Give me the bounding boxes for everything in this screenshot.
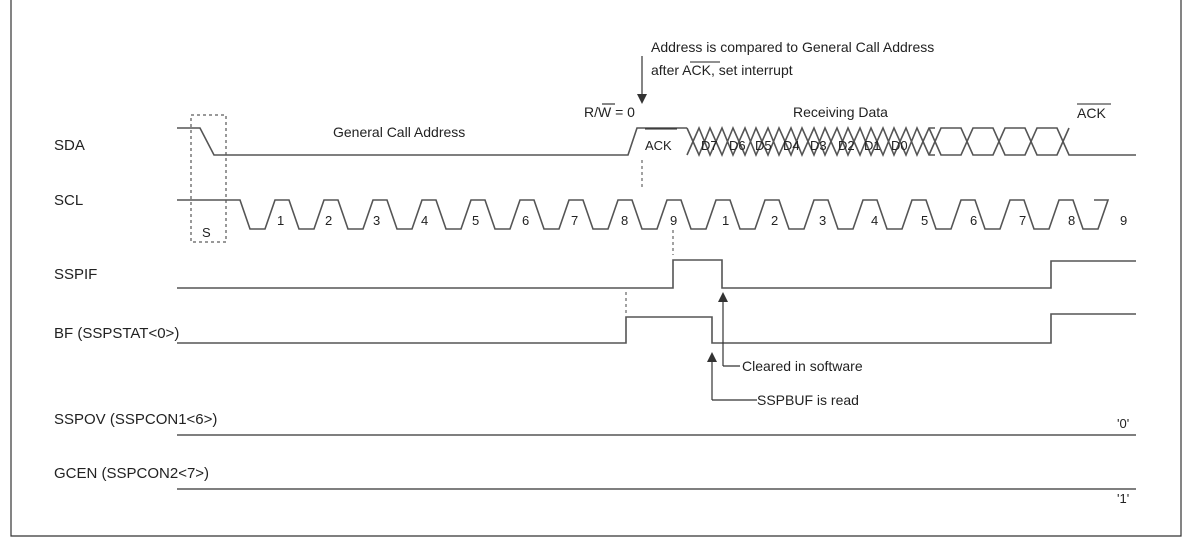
signal-label-gcen: GCEN (SSPCON2<7>) [54, 465, 209, 482]
rw-label: R/W = 0 [584, 104, 635, 120]
scl-count-first-byte: 1 2 3 4 5 6 7 8 9 [277, 213, 677, 228]
receiving-data-label: Receiving Data [793, 104, 888, 120]
scl-count: 4 [871, 213, 878, 228]
scl-count: 5 [921, 213, 928, 228]
scl-count: 2 [771, 213, 778, 228]
scl-count: 4 [421, 213, 428, 228]
arrow-head-up [707, 352, 717, 362]
arrow-head-up [718, 292, 728, 302]
ack-top-label: ACK [1077, 105, 1106, 121]
scl-count: 7 [1019, 213, 1026, 228]
start-label: S [202, 225, 211, 240]
sda-data-high [686, 125, 935, 158]
scl-count: 3 [819, 213, 826, 228]
sda-bit-d1: D1 [864, 138, 881, 153]
scl-waveform [177, 199, 1110, 230]
sda-bit-d3: D3 [810, 138, 827, 153]
sda-data-low [686, 125, 935, 158]
signal-label-scl: SCL [54, 192, 83, 209]
arrow-head-down [637, 94, 647, 104]
cleared-software-label: Cleared in software [742, 358, 863, 374]
scl-count: 8 [1068, 213, 1075, 228]
sda-undefined-low [928, 127, 1136, 156]
sda-bit-d5: D5 [755, 138, 772, 153]
diagram-frame [10, 0, 1182, 537]
scl-count: 2 [325, 213, 332, 228]
signal-label-bf: BF (SSPSTAT<0>) [54, 325, 179, 342]
scl-count: 8 [621, 213, 628, 228]
start-condition-box [190, 114, 227, 243]
scl-count: 1 [277, 213, 284, 228]
sspif-waveform [177, 259, 1136, 289]
signal-label-sspov: SSPOV (SSPCON1<6>) [54, 411, 217, 428]
scl-count: 6 [522, 213, 529, 228]
sda-bit-d2: D2 [838, 138, 855, 153]
scl-count: 5 [472, 213, 479, 228]
sda-waveform [177, 127, 687, 156]
general-call-label: General Call Address [333, 124, 465, 140]
sda-bit-d7: D7 [701, 138, 718, 153]
sspov-value: '0' [1117, 416, 1129, 431]
scl-count: 1 [722, 213, 729, 228]
scl-count: 7 [571, 213, 578, 228]
sspbuf-read-label: SSPBUF is read [757, 392, 859, 408]
bf-waveform [177, 313, 1136, 344]
scl-count: 3 [373, 213, 380, 228]
gcen-value: '1' [1117, 491, 1129, 506]
sda-bit-d6: D6 [729, 138, 746, 153]
scl-count: 9 [1120, 213, 1127, 228]
scl-count: 9 [670, 213, 677, 228]
ack-overbar-text: ACK [682, 62, 711, 78]
sda-bit-ack: ACK [645, 138, 672, 153]
scl-count-second-byte: 1 2 3 4 5 6 7 8 9 [722, 213, 1127, 228]
sda-bit-d4: D4 [783, 138, 800, 153]
signal-label-sspif: SSPIF [54, 266, 97, 283]
address-compare-note: Address is compared to General Call Addr… [651, 39, 934, 55]
scl-count: 6 [970, 213, 977, 228]
signal-label-sda: SDA [54, 137, 85, 154]
address-compare-note-line2: after ACK, set interrupt [651, 62, 793, 78]
sda-bit-d0: D0 [891, 138, 908, 153]
